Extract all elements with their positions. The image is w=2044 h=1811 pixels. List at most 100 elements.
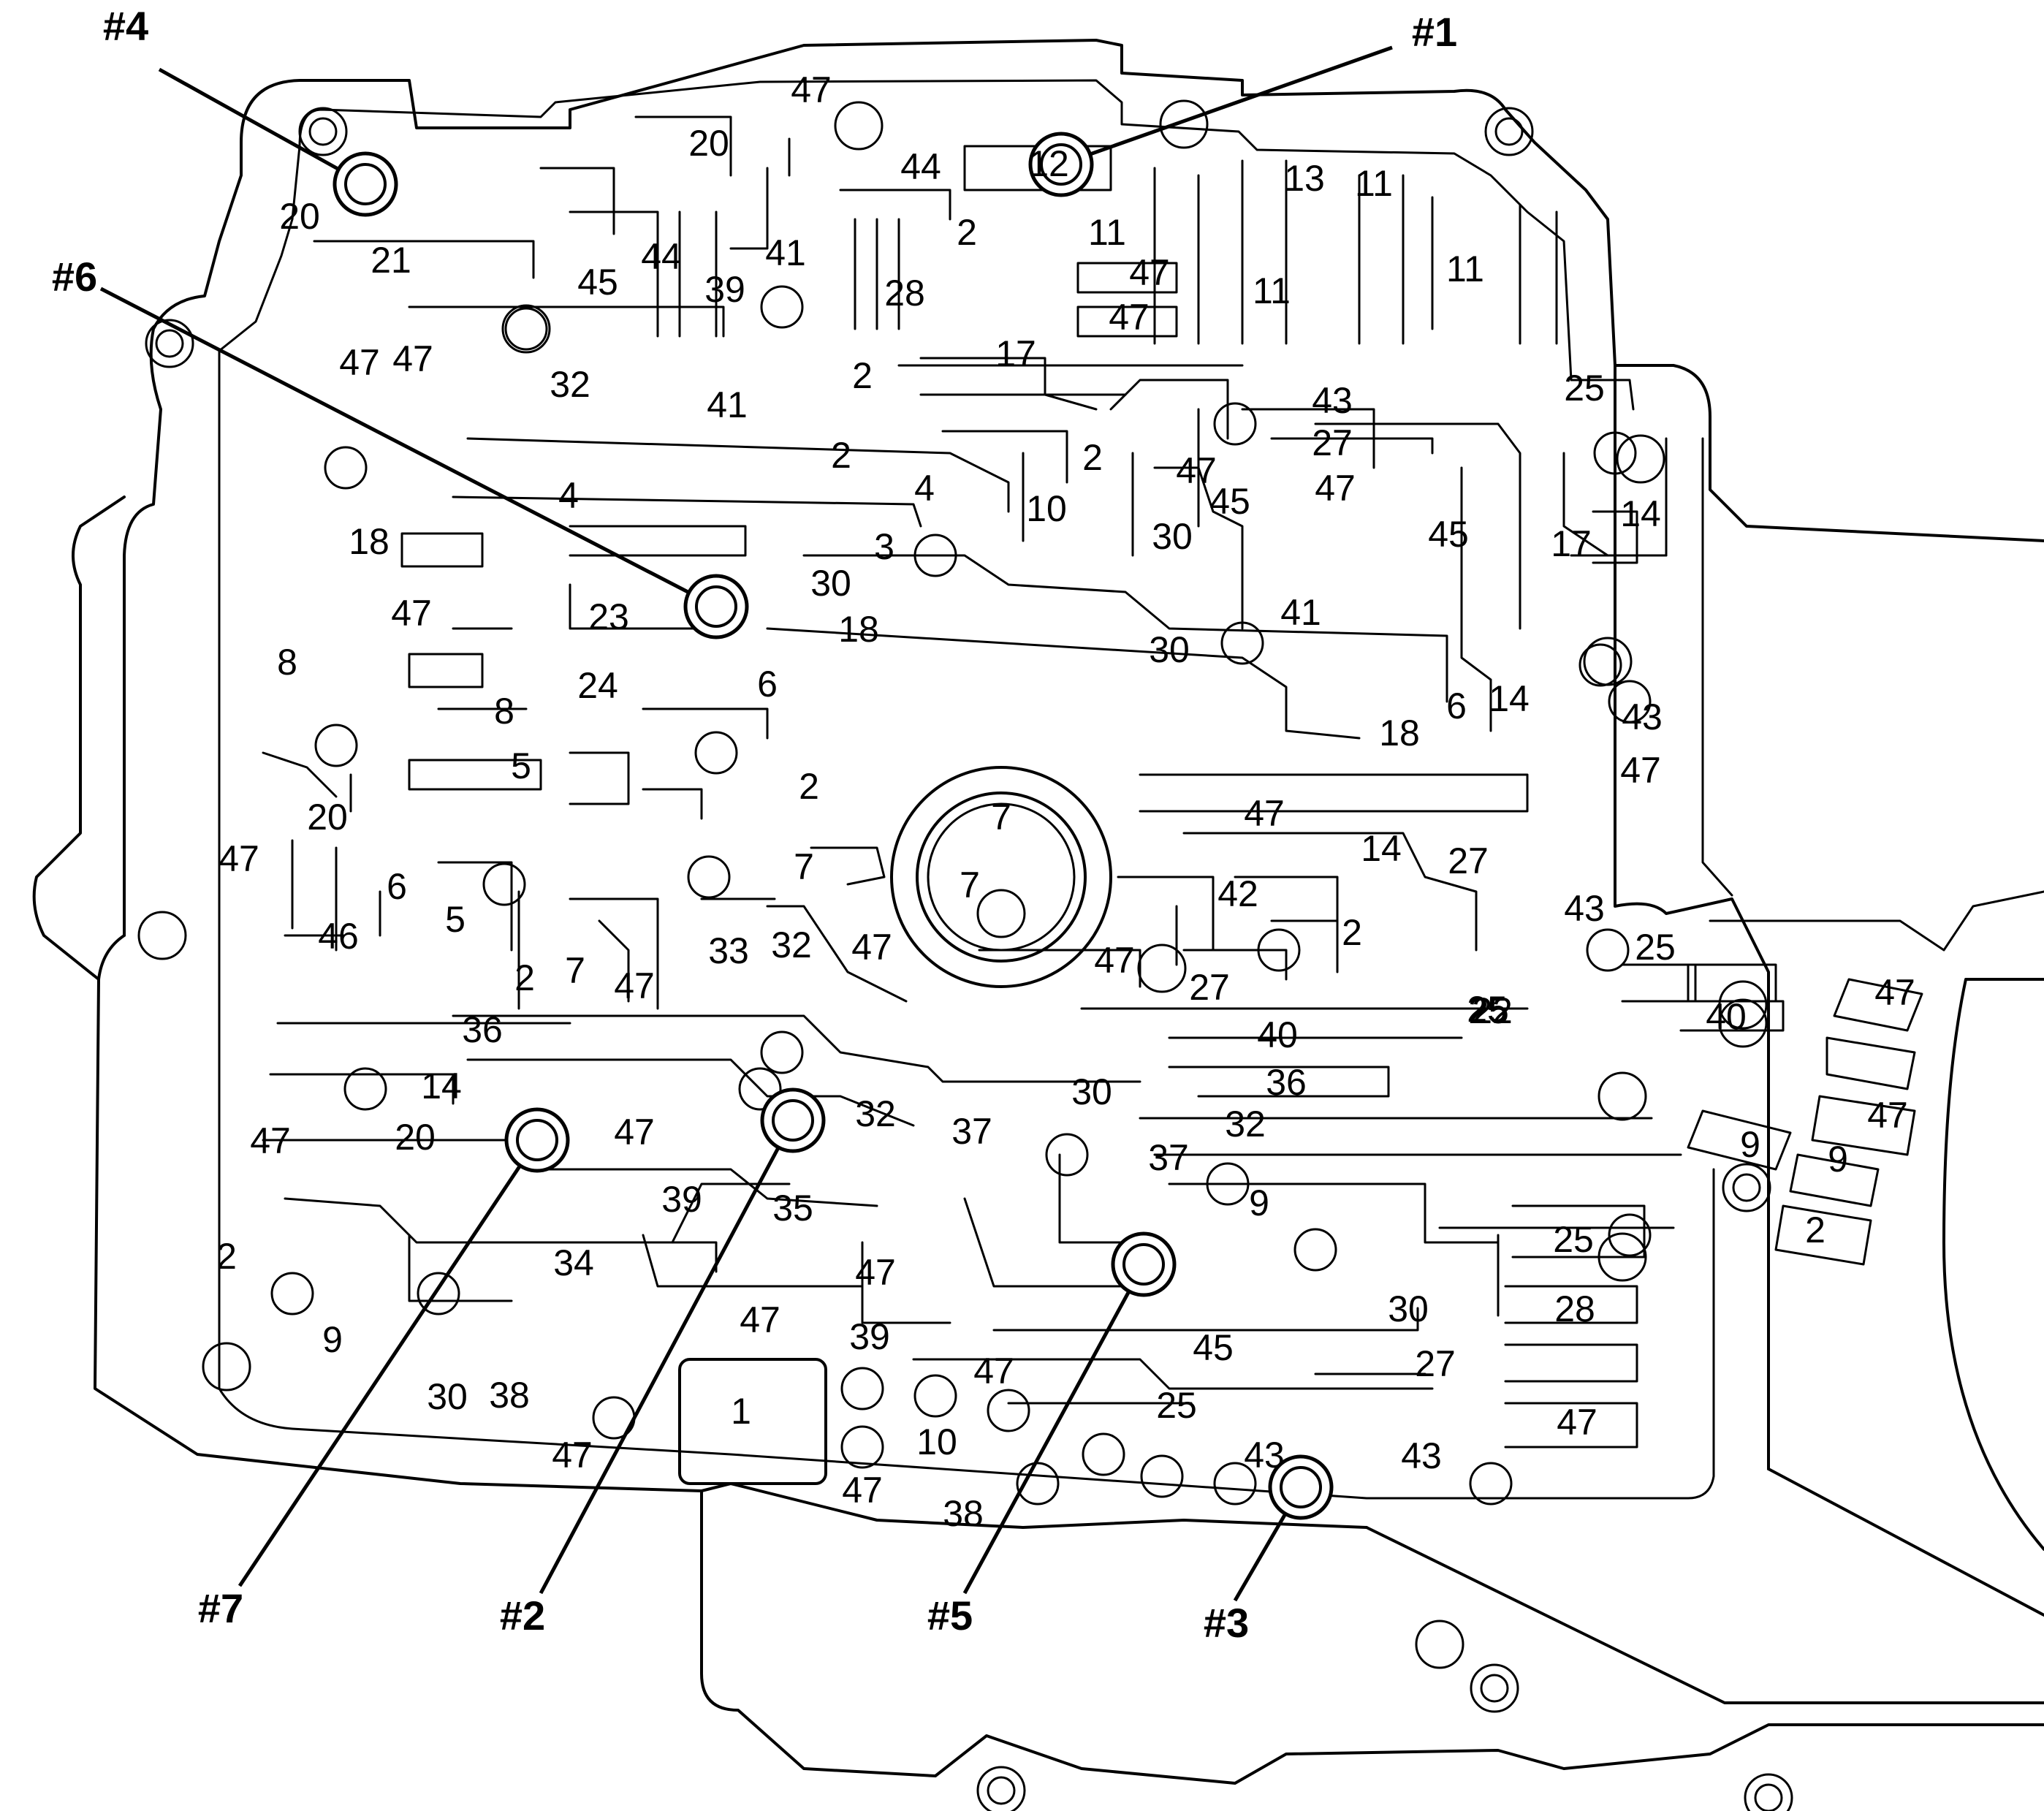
passage-label: 32 bbox=[771, 925, 812, 965]
port bbox=[482, 862, 526, 906]
port bbox=[417, 1272, 460, 1315]
callout-5: #5 bbox=[927, 1592, 973, 1639]
fluid-passage bbox=[408, 305, 725, 338]
fluid-passage bbox=[1076, 262, 1178, 294]
port bbox=[760, 285, 804, 329]
passage-label: 45 bbox=[1209, 481, 1250, 522]
passage-label: 7 bbox=[565, 950, 585, 991]
fluid-passage bbox=[912, 1358, 1434, 1390]
port bbox=[913, 534, 957, 577]
fluid-passage bbox=[1811, 1095, 1916, 1156]
passage-label: 24 bbox=[577, 665, 618, 706]
passage-label: 47 bbox=[1557, 1402, 1597, 1443]
fluid-passage bbox=[1687, 1109, 1792, 1171]
passage-label: 45 bbox=[577, 262, 618, 303]
fluid-passage bbox=[634, 115, 732, 177]
port bbox=[270, 1272, 314, 1315]
check-ball bbox=[1280, 1466, 1322, 1508]
passage-label: 47 bbox=[1244, 793, 1285, 834]
passage-label: 47 bbox=[973, 1351, 1014, 1392]
passage-label: 11 bbox=[1088, 212, 1126, 253]
fluid-passage bbox=[466, 437, 1010, 513]
fluid-passage bbox=[437, 861, 513, 952]
port bbox=[738, 1067, 782, 1111]
passage-label: 37 bbox=[951, 1111, 992, 1152]
passage-label: 47 bbox=[855, 1252, 896, 1293]
fluid-passage bbox=[766, 905, 908, 1003]
fluid-passage bbox=[839, 189, 951, 221]
fluid-passage bbox=[262, 751, 338, 798]
fluid-passage bbox=[1153, 466, 1244, 630]
passage-label: 2 bbox=[831, 435, 851, 476]
bolt-boss bbox=[1718, 998, 1768, 1048]
callout-2: #2 bbox=[500, 1592, 545, 1639]
port bbox=[1586, 928, 1630, 972]
bolt-boss bbox=[834, 101, 884, 151]
callout-1: #1 bbox=[1412, 9, 1457, 55]
fluid-passage bbox=[1234, 876, 1339, 930]
port bbox=[1578, 643, 1622, 687]
passage-label: 1 bbox=[731, 1391, 751, 1432]
passage-label: 22 bbox=[1472, 990, 1513, 1031]
port bbox=[1082, 1432, 1125, 1476]
passage-label: 17 bbox=[995, 333, 1036, 374]
check-ball bbox=[695, 585, 737, 628]
passage-label: 9 bbox=[1740, 1124, 1760, 1165]
port bbox=[314, 724, 358, 767]
passage-label: 28 bbox=[1554, 1288, 1595, 1329]
passage-label: 7 bbox=[960, 865, 980, 906]
leader-line bbox=[99, 286, 718, 609]
passage-label: 32 bbox=[1225, 1104, 1266, 1144]
passage-label: 47 bbox=[1874, 972, 1915, 1013]
passage-label: 25 bbox=[1467, 989, 1508, 1030]
bolt-hole bbox=[155, 329, 184, 358]
passage-label: 30 bbox=[1071, 1071, 1112, 1112]
port bbox=[1608, 1213, 1652, 1257]
check-ball bbox=[772, 1099, 814, 1142]
passage-label: 13 bbox=[1284, 158, 1325, 199]
passage-label: 47 bbox=[552, 1435, 593, 1476]
bolt-boss bbox=[1415, 1620, 1464, 1669]
passage-label: 39 bbox=[849, 1316, 890, 1357]
fluid-passage bbox=[1511, 1204, 1646, 1258]
passage-label: 18 bbox=[1379, 713, 1420, 753]
fluid-passage bbox=[1504, 1285, 1638, 1324]
port bbox=[694, 731, 738, 775]
port bbox=[987, 1389, 1030, 1432]
fluid-passage bbox=[1504, 1402, 1638, 1449]
passage-label: 5 bbox=[511, 745, 531, 786]
callout-4: #4 bbox=[103, 3, 148, 49]
bolt-hole bbox=[1754, 1783, 1783, 1811]
port bbox=[760, 1030, 804, 1074]
passage-label: 47 bbox=[339, 342, 380, 383]
passage-label: 36 bbox=[462, 1009, 503, 1050]
fluid-passage bbox=[452, 1014, 1141, 1083]
passage-label: 2 bbox=[1342, 912, 1362, 953]
bolt-boss bbox=[501, 304, 551, 354]
bolt-boss bbox=[145, 319, 194, 368]
fluid-passage bbox=[1109, 379, 1229, 440]
passage-label: 45 bbox=[1428, 514, 1469, 555]
fluid-passage bbox=[408, 653, 484, 688]
fluid-passage bbox=[1182, 832, 1478, 952]
valve-body-outline bbox=[32, 39, 2044, 1811]
passage-label: 47 bbox=[614, 965, 655, 1006]
passage-label: 23 bbox=[588, 596, 629, 637]
port bbox=[1140, 1454, 1184, 1498]
passage-label: 6 bbox=[387, 866, 407, 907]
fluid-passage bbox=[802, 554, 1448, 703]
fluid-passage bbox=[1789, 1153, 1880, 1207]
passage-label: 2 bbox=[799, 766, 819, 807]
fluid-passage bbox=[919, 357, 1098, 411]
bolt-boss bbox=[298, 107, 348, 156]
bolt-hole bbox=[1494, 117, 1524, 146]
fluid-passage bbox=[766, 627, 1361, 740]
passage-label: 32 bbox=[855, 1093, 896, 1134]
fluid-passage bbox=[978, 949, 1141, 988]
bolt-boss bbox=[1744, 1773, 1793, 1811]
fluid-passage bbox=[408, 759, 542, 791]
passage-label: 6 bbox=[757, 664, 778, 705]
passage-label: 43 bbox=[1622, 696, 1663, 737]
fluid-passage bbox=[1621, 963, 1697, 1003]
